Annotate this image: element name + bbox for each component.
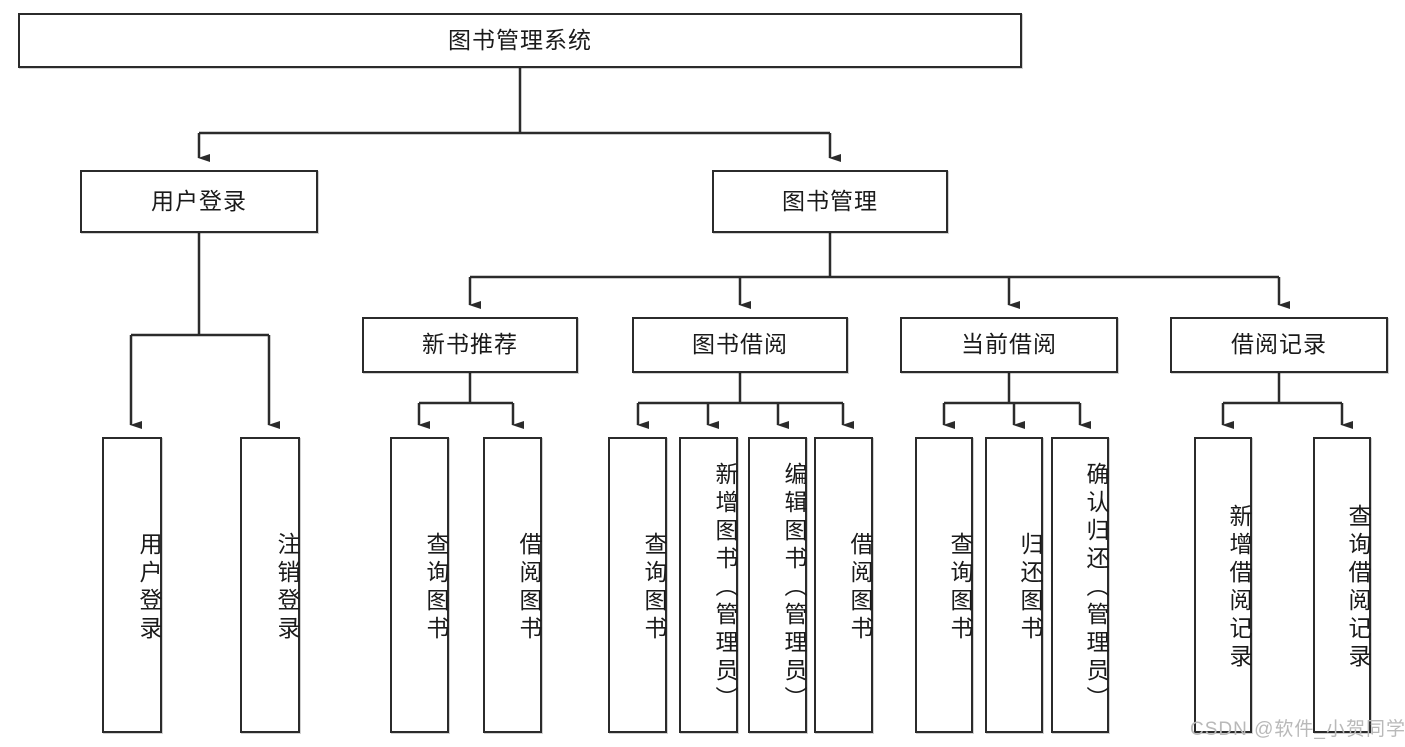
node-user-login[interactable]: 用户登录 [80,170,318,233]
node-new-book-recommend[interactable]: 新书推荐 [362,317,578,373]
node-leaf-logout-login[interactable]: 注销登录 [240,437,300,733]
node-book-management[interactable]: 图书管理 [712,170,948,233]
node-label: 归还图书 [1017,532,1043,644]
node-leaf-query-borrow-record[interactable]: 查询借阅记录 [1313,437,1371,733]
node-label: 确认归还（管理员） [1083,462,1109,714]
node-label: 查询借阅记录 [1345,504,1371,672]
node-label: 注销登录 [274,532,300,644]
node-leaf-query-book-recommend[interactable]: 查询图书 [390,437,449,733]
node-label: 新增借阅记录 [1226,504,1252,672]
node-leaf-user-login[interactable]: 用户登录 [102,437,162,733]
node-label: 借阅图书 [847,532,873,644]
node-label: 借阅记录 [1231,331,1327,358]
node-leaf-edit-book[interactable]: 编辑图书（管理员） [748,437,807,733]
node-label: 当前借阅 [961,331,1057,358]
node-leaf-borrow-book-recommend[interactable]: 借阅图书 [483,437,542,733]
node-book-management-system[interactable]: 图书管理系统 [18,13,1022,68]
node-leaf-add-book[interactable]: 新增图书（管理员） [679,437,738,733]
node-label: 用户登录 [136,532,162,644]
node-label: 借阅图书 [516,532,542,644]
node-label: 图书管理系统 [448,26,592,53]
node-label: 查询图书 [423,532,449,644]
node-leaf-return-book[interactable]: 归还图书 [985,437,1043,733]
node-label: 图书借阅 [692,331,788,358]
node-current-borrow[interactable]: 当前借阅 [900,317,1118,373]
node-label: 查询图书 [641,532,667,644]
node-label: 新增图书（管理员） [712,462,738,714]
node-label: 查询图书 [947,532,973,644]
node-borrow-record[interactable]: 借阅记录 [1170,317,1388,373]
node-leaf-query-book-borrow[interactable]: 查询图书 [608,437,667,733]
node-label: 编辑图书（管理员） [781,462,807,714]
node-label: 用户登录 [151,187,247,214]
csdn-watermark: CSDN @软件_小贺同学 [1190,719,1405,740]
node-leaf-confirm-return[interactable]: 确认归还（管理员） [1051,437,1109,733]
node-leaf-query-book-current[interactable]: 查询图书 [915,437,973,733]
node-label: 新书推荐 [422,331,518,358]
node-book-borrow[interactable]: 图书借阅 [632,317,848,373]
node-label: 图书管理 [782,187,878,214]
node-leaf-borrow-book[interactable]: 借阅图书 [814,437,873,733]
node-leaf-add-borrow-record[interactable]: 新增借阅记录 [1194,437,1252,733]
